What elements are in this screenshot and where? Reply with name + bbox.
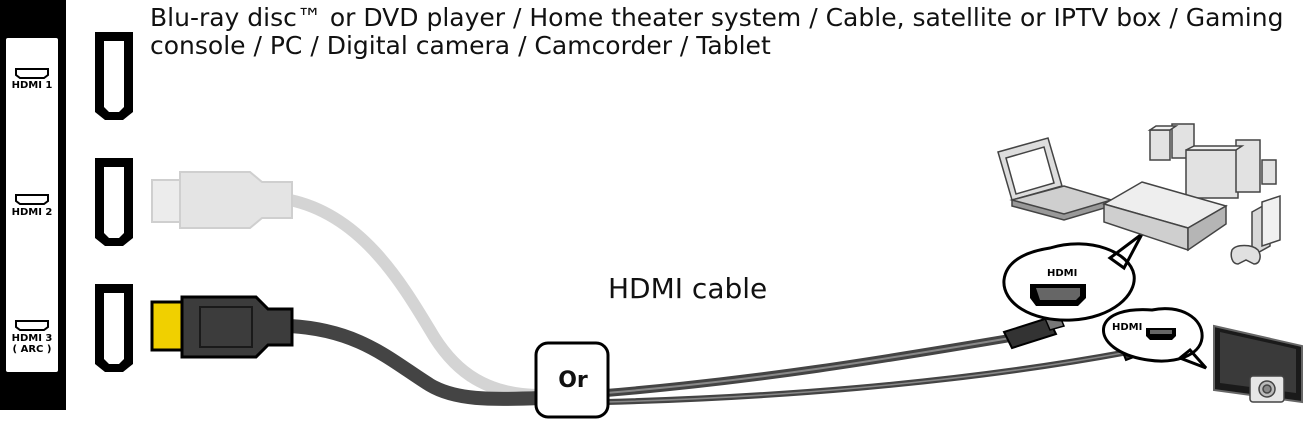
port-label-line: HDMI 1	[11, 80, 53, 91]
split-cables	[605, 333, 1129, 405]
or-box	[534, 341, 610, 419]
device-list-caption: Blu-ray disc™ or DVD player / Home theat…	[150, 3, 1284, 60]
port-label-arc: ( ARC )	[12, 344, 52, 355]
port-label-hdmi-2: HDMI 2	[8, 207, 56, 218]
hdmi-mini-bubble	[1102, 307, 1208, 370]
laptop-icon	[997, 137, 1121, 221]
bubble-label-mini-hdmi: HDMI	[1112, 322, 1143, 333]
game-console-icon	[1230, 194, 1281, 265]
panel-port-glyphs	[15, 68, 49, 331]
or-label: Or	[558, 367, 588, 393]
port-label-hdmi-3: HDMI 3 ( ARC )	[8, 333, 56, 355]
hdmi-port-icon	[95, 284, 133, 372]
hdmi-cable-label: HDMI cable	[608, 272, 768, 305]
port-label-hdmi-1: HDMI 1	[8, 80, 56, 91]
set-top-box-icon	[1102, 181, 1228, 252]
camera-icon	[1249, 375, 1285, 403]
hdmi-port-icon	[95, 158, 133, 246]
home-theater-icon	[1147, 123, 1277, 199]
bubble-label-hdmi: HDMI	[1047, 268, 1078, 279]
active-hdmi-cable	[150, 295, 541, 406]
port-label-line: HDMI 3	[11, 333, 53, 344]
port-label-line: HDMI 2	[11, 207, 53, 218]
hdmi-standard-bubble	[1002, 232, 1144, 322]
inactive-hdmi-cable	[151, 171, 541, 401]
hdmi-port-icon	[95, 32, 133, 120]
